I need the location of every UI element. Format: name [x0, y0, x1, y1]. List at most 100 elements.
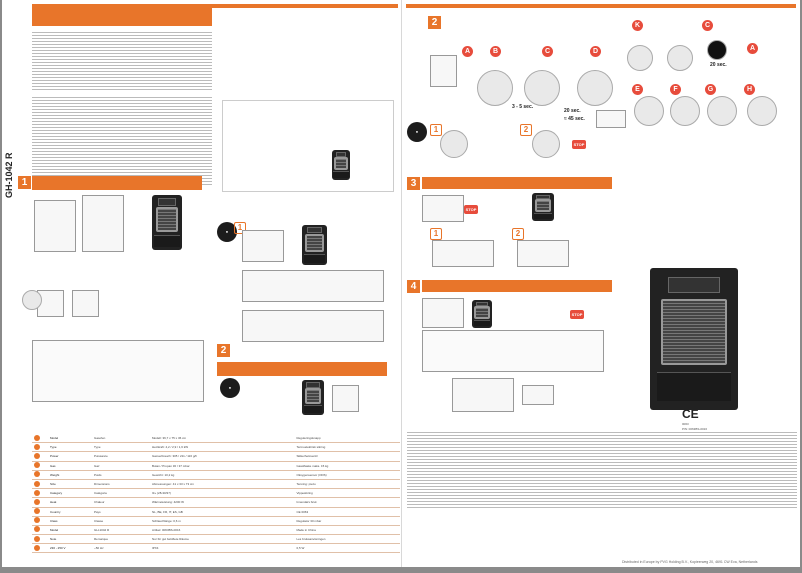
- knob-b: [477, 70, 513, 106]
- leak-test-illustration: [432, 240, 494, 267]
- letter-k: K: [632, 20, 643, 31]
- knob-dark: [707, 40, 727, 60]
- section-4-number: 4: [407, 280, 420, 293]
- sec3-step-1: 1: [430, 228, 442, 240]
- right-step-2-number: 2: [428, 16, 441, 29]
- language-header-bar-right: [212, 4, 398, 8]
- step-1-label: 1: [234, 222, 246, 234]
- letter-c-2: C: [702, 20, 713, 31]
- heater-side-view: [430, 55, 457, 87]
- stop-badge-3: STOP: [570, 310, 584, 319]
- letter-f: F: [670, 84, 681, 95]
- warnings-text: [407, 430, 797, 510]
- timer-20-sec-2: 20 sec.: [710, 62, 727, 68]
- letter-d: D: [590, 46, 601, 57]
- section-1-bar: [32, 176, 202, 190]
- model-name: GH-1042 R: [4, 152, 14, 198]
- room-illustration: [222, 100, 394, 192]
- knob-d: [577, 70, 613, 106]
- heater-mid: [302, 380, 324, 415]
- cleaning-illustration: [422, 195, 464, 222]
- gas-bottle-illustrations: [32, 340, 204, 402]
- ce-mark: CE: [682, 407, 699, 421]
- step-icon-b: ●: [220, 378, 240, 398]
- heater-in-room: [332, 150, 350, 180]
- letter-c: C: [542, 46, 553, 57]
- hose-detail: [22, 290, 42, 310]
- step-icon-off: ●: [407, 122, 427, 142]
- section-3-bar: [422, 177, 612, 189]
- letter-b: B: [490, 46, 501, 57]
- knob-g: [707, 96, 737, 126]
- section-4-bar: [422, 280, 612, 292]
- letter-g: G: [705, 84, 716, 95]
- ce-code: 0063: [682, 422, 689, 426]
- heater-unboxed: [152, 195, 182, 250]
- knob-c-2: [667, 45, 693, 71]
- heater-storage: [472, 300, 492, 328]
- knob-k: [627, 45, 653, 71]
- cylinder-fit-illustration: [242, 310, 384, 342]
- off-step-1: 1: [430, 124, 442, 136]
- knob-h: [747, 96, 777, 126]
- language-header-bar: [32, 4, 212, 26]
- knob-off-1: [440, 130, 468, 158]
- laptop-illustration: [596, 110, 626, 128]
- pin-code: PIN: 0063BS-0016: [682, 427, 708, 431]
- section-2-bar: [217, 362, 387, 376]
- letter-a-2: A: [747, 43, 758, 54]
- heater-clean: [532, 193, 554, 221]
- heater-product-photo: [650, 268, 738, 410]
- distributor-footer: Distributed in Europe by PVG Holding B.V…: [622, 560, 758, 564]
- unboxing-illustration: [34, 200, 76, 252]
- accessories-illustration-2: [72, 290, 99, 317]
- technician-illustration: [452, 378, 514, 412]
- stop-badge-1: STOP: [572, 140, 586, 149]
- timer-20-sec: 20 sec.: [564, 108, 581, 114]
- section-2-number: 2: [217, 344, 230, 357]
- timer-3-5-sec: 3 - 5 sec.: [512, 104, 534, 110]
- unboxing-illustration-2: [82, 195, 124, 252]
- knob-off-2: [532, 130, 560, 158]
- knob-e: [634, 96, 664, 126]
- icon-legend-grid-2: [32, 95, 212, 185]
- leak-test-illustration-2: [517, 240, 569, 267]
- heater-back: [302, 225, 327, 265]
- laptop-illustration-2: [522, 385, 554, 405]
- connection-illustration: [242, 270, 384, 302]
- gauge-illustration: [332, 385, 359, 412]
- letter-a: A: [462, 46, 473, 57]
- disconnect-illustration: [422, 330, 604, 372]
- section-1-number: 1: [18, 176, 31, 189]
- letter-h: H: [744, 84, 755, 95]
- section-3-number: 3: [407, 177, 420, 190]
- stop-badge-2: STOP: [464, 205, 478, 214]
- step-icon-a: ●: [217, 222, 237, 242]
- right-top-bar: [406, 4, 796, 8]
- icon-legend-grid: [32, 30, 212, 90]
- off-step-2: 2: [520, 124, 532, 136]
- fold-line: [401, 0, 402, 567]
- storage-illustration: [422, 298, 464, 328]
- knob-f: [670, 96, 700, 126]
- sec3-step-2: 2: [512, 228, 524, 240]
- knob-c: [524, 70, 560, 106]
- regulator-illustration: [242, 230, 284, 262]
- letter-e: E: [632, 84, 643, 95]
- timer-45-sec: ≈ 45 sec.: [564, 116, 585, 122]
